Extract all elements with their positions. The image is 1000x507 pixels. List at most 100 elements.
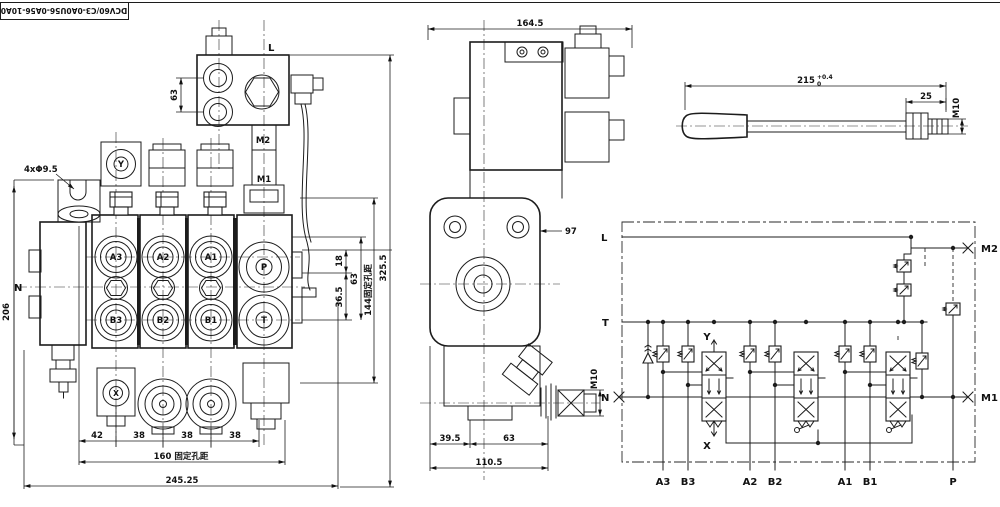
dim-97: 97 bbox=[565, 227, 577, 237]
relief-and-pilot-circuit bbox=[893, 247, 961, 398]
dim-mount-holes: 4xΦ9.5 bbox=[24, 165, 58, 175]
work-port-lines bbox=[652, 315, 954, 471]
front-ports-A-row: A3 A2 A1 P bbox=[94, 235, 290, 293]
dim-18: 18 bbox=[335, 255, 345, 267]
sch-port-b3: B3 bbox=[681, 477, 696, 488]
port-label-a3: A3 bbox=[110, 253, 123, 263]
side-view-bottom-dims: 39.5 63 110.5 bbox=[429, 346, 549, 471]
plug-icon bbox=[109, 191, 133, 216]
lever-grip bbox=[681, 112, 748, 140]
dim-38c: 38 bbox=[229, 431, 241, 441]
dim-36-5: 36.5 bbox=[335, 286, 345, 307]
lever-view: 215 +0.4 0 25 M10 bbox=[676, 74, 968, 140]
front-pilot-manifold: M1 L M2 bbox=[196, 27, 324, 298]
check-valve-icon bbox=[642, 343, 654, 371]
side-upper-housing bbox=[453, 25, 625, 171]
front-elbow-hose bbox=[290, 74, 324, 298]
main-relief-valve-icon bbox=[911, 346, 929, 376]
dim-144-col: 144固定孔距 bbox=[363, 264, 374, 316]
port-label-b3: B3 bbox=[110, 316, 122, 326]
shock-valve-icon bbox=[652, 339, 670, 369]
schematic-label-x: X bbox=[703, 441, 711, 452]
side-mount-plate bbox=[429, 169, 563, 347]
front-view-dimensions: 4xΦ9.5 206 63 42 38 38 38 160 固定孔距 245.2… bbox=[2, 54, 394, 489]
dim-215-tol-upper: +0.4 bbox=[817, 74, 833, 81]
port-label-b2: B2 bbox=[157, 316, 169, 326]
dim-164-5: 164.5 bbox=[517, 19, 544, 29]
sch-port-b2: B2 bbox=[768, 477, 783, 488]
sch-port-b1: B1 bbox=[863, 477, 878, 488]
shock-valve-icon bbox=[764, 339, 782, 369]
schematic-label-m1: M1 bbox=[981, 393, 998, 404]
front-section-bottoms: X bbox=[96, 362, 290, 435]
dim-63-side: 63 bbox=[503, 434, 515, 444]
dim-325-5: 325.5 bbox=[379, 254, 389, 281]
dim-63-pilot: 63 bbox=[170, 89, 180, 101]
shock-valve-icon bbox=[677, 339, 695, 369]
port-label-b1: B1 bbox=[205, 316, 217, 326]
spool-valve-icon bbox=[701, 351, 727, 428]
dim-110-5: 110.5 bbox=[476, 458, 503, 468]
title-block bbox=[0, 2, 129, 20]
port-label-a2: A2 bbox=[157, 253, 170, 263]
port-label-l: L bbox=[268, 43, 275, 54]
plug-icon bbox=[203, 191, 227, 216]
port-label-m2: M2 bbox=[256, 136, 270, 146]
dim-160-row: 160 固定孔距 bbox=[154, 451, 209, 462]
dim-25: 25 bbox=[920, 92, 932, 102]
dim-m10-side: M10 bbox=[590, 369, 600, 389]
pilot-valve-icon bbox=[893, 283, 912, 297]
dim-63-right: 63 bbox=[350, 273, 360, 285]
spool-valve-icon bbox=[885, 351, 911, 428]
schematic-label-l: L bbox=[601, 233, 608, 244]
directional-spool-valves: Y X bbox=[662, 332, 918, 452]
sch-port-a1: A1 bbox=[838, 477, 853, 488]
shock-valve-icon bbox=[859, 339, 877, 369]
dim-215: 215 bbox=[797, 76, 815, 86]
front-port-n-label: N bbox=[14, 283, 22, 294]
front-mid-hex-plugs bbox=[104, 276, 223, 300]
front-section-tops: Y bbox=[100, 141, 234, 216]
plug-icon bbox=[155, 191, 179, 216]
title-block-model-text: DCV60/C3-0A0U56-0A56-10A0 bbox=[1, 6, 127, 15]
front-view: N A3 A2 A1 P B3 B2 B1 T bbox=[2, 20, 394, 489]
schematic-bottom-ports: A3 B3 A2 B2 A1 B1 P bbox=[656, 477, 957, 488]
dim-206: 206 bbox=[2, 303, 12, 321]
side-lower-body: M10 bbox=[443, 343, 604, 421]
shock-valve-icon bbox=[739, 339, 757, 369]
spool-valve-icon bbox=[793, 351, 819, 428]
port-label-t: T bbox=[261, 316, 267, 326]
dim-39-5: 39.5 bbox=[440, 434, 461, 444]
dim-215-tol-lower: 0 bbox=[817, 81, 821, 88]
port-label-a1: A1 bbox=[205, 253, 218, 263]
hydraulic-schematic: L T N M2 M1 Y X bbox=[601, 221, 998, 488]
schematic-label-y: Y bbox=[702, 332, 711, 343]
front-valve-sections bbox=[91, 214, 303, 349]
dim-42: 42 bbox=[91, 431, 103, 441]
port-label-m1: M1 bbox=[257, 175, 271, 185]
sch-port-a3: A3 bbox=[656, 477, 671, 488]
pilot-valve-icon bbox=[893, 259, 912, 273]
sch-port-p: P bbox=[949, 477, 956, 488]
lever-shaft bbox=[746, 120, 907, 133]
port-label-x: X bbox=[113, 389, 119, 398]
dim-38a: 38 bbox=[133, 431, 145, 441]
port-label-y: Y bbox=[117, 160, 125, 170]
junction-dots bbox=[645, 234, 956, 446]
sheet-frame: DCV60/C3-0A0U56-0A56-10A0 bbox=[0, 2, 1000, 20]
front-ports-B-row: B3 B2 B1 T bbox=[94, 294, 290, 346]
schematic-label-n: N bbox=[601, 393, 609, 404]
side-view: 164.5 M10 97 bbox=[420, 19, 633, 480]
front-left-end-plate bbox=[28, 179, 101, 399]
dim-245: 245.25 bbox=[166, 476, 199, 486]
sch-port-a2: A2 bbox=[743, 477, 758, 488]
pilot-relief-icon bbox=[942, 302, 961, 316]
l-rail bbox=[621, 236, 969, 249]
dim-m10-lever: M10 bbox=[952, 98, 962, 118]
schematic-label-m2: M2 bbox=[981, 244, 998, 255]
schematic-label-t: T bbox=[602, 318, 609, 329]
schematic-enclosure-border bbox=[621, 221, 976, 463]
shock-valve-icon bbox=[834, 339, 852, 369]
